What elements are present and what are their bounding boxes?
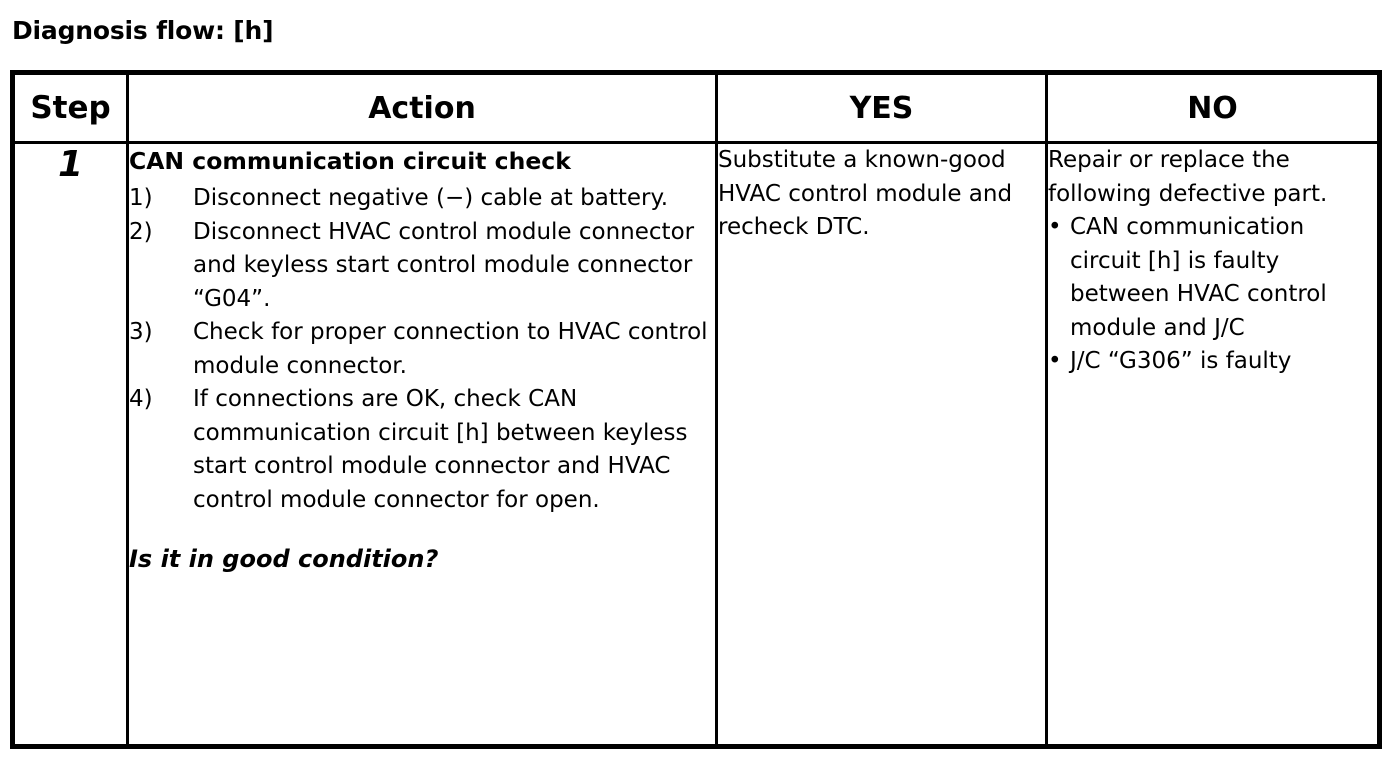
step-number: 1	[11, 141, 129, 748]
action-cell: CAN communication circuit check 1) Disco…	[126, 141, 718, 748]
diagnosis-flow-table: Step Action YES NO 1 CAN communication c…	[10, 70, 1382, 749]
action-step-text: Disconnect negative (−) cable at battery…	[193, 185, 669, 211]
action-step-number: 3)	[129, 319, 153, 345]
yes-cell: Substitute a known-good HVAC control mod…	[715, 141, 1048, 748]
table-header-row: Step Action YES NO	[11, 71, 1381, 144]
action-heading: CAN communication circuit check	[129, 147, 571, 175]
action-question: Is it in good condition?	[129, 545, 439, 573]
action-step-item: 3) Check for proper connection to HVAC c…	[129, 316, 715, 383]
bullet-icon: •	[1048, 214, 1062, 240]
column-header-no: NO	[1045, 71, 1381, 144]
table-row: 1 CAN communication circuit check 1) Dis…	[11, 141, 1381, 748]
no-bullet-item: • J/C “G306” is faulty	[1048, 345, 1377, 379]
action-step-text: Disconnect HVAC control module connector…	[193, 218, 695, 312]
page-title: Diagnosis flow: [h]	[12, 16, 274, 45]
action-step-item: 4) If connections are OK, check CAN comm…	[129, 383, 715, 517]
action-step-number: 1)	[129, 185, 153, 211]
action-step-number: 4)	[129, 386, 153, 412]
action-step-number: 2)	[129, 218, 153, 245]
no-bullet-item: • CAN communication circuit [h] is fault…	[1048, 211, 1377, 345]
action-step-item: 2) Disconnect HVAC control module connec…	[129, 216, 715, 317]
action-step-text: If connections are OK, check CAN communi…	[193, 386, 688, 513]
yes-text: Substitute a known-good HVAC control mod…	[718, 147, 1013, 240]
no-bullet-text: CAN communication circuit [h] is faulty …	[1070, 214, 1327, 341]
column-header-step: Step	[11, 71, 129, 144]
column-header-yes: YES	[715, 71, 1048, 144]
action-step-item: 1) Disconnect negative (−) cable at batt…	[129, 182, 715, 216]
action-step-list: 1) Disconnect negative (−) cable at batt…	[129, 182, 715, 517]
bullet-icon: •	[1048, 348, 1062, 374]
no-bullet-list: • CAN communication circuit [h] is fault…	[1048, 211, 1377, 379]
action-step-text: Check for proper connection to HVAC cont…	[193, 319, 708, 379]
column-header-action: Action	[126, 71, 718, 144]
no-cell: Repair or replace the following defectiv…	[1045, 141, 1381, 748]
no-intro-text: Repair or replace the following defectiv…	[1048, 147, 1328, 207]
no-bullet-text: J/C “G306” is faulty	[1070, 348, 1292, 374]
